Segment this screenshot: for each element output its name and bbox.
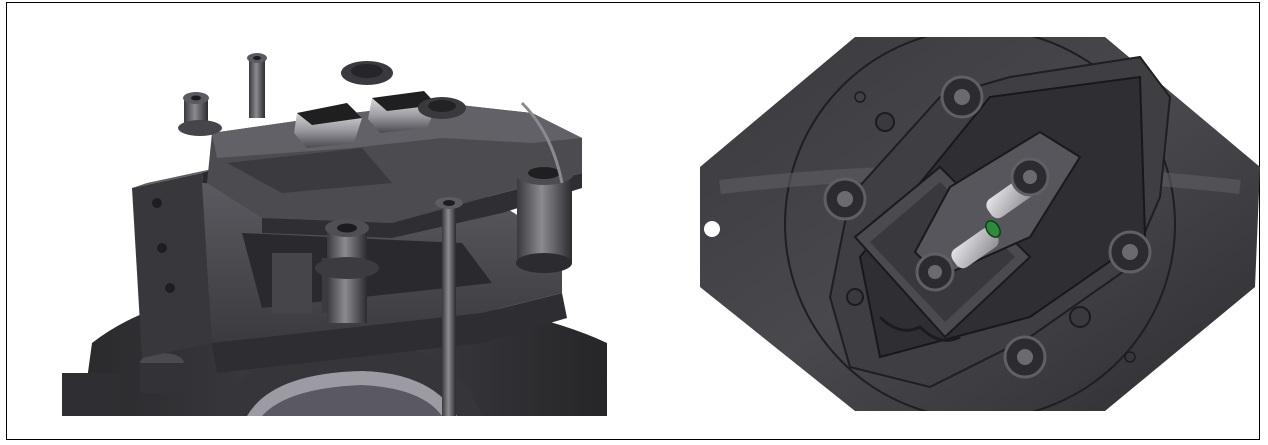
screw-top-center [341, 61, 393, 85]
screw-center-upper [1010, 157, 1050, 197]
green-marker [985, 220, 1001, 238]
post-front-center [315, 219, 379, 323]
screw-small-2 [1069, 306, 1091, 328]
base-block [62, 373, 122, 416]
screw-left-short [178, 92, 222, 136]
post-right [514, 161, 574, 273]
screw-left-tall [247, 53, 267, 118]
screw-center [915, 252, 955, 292]
pad-lower [951, 227, 999, 269]
rod-front [435, 197, 463, 416]
screw-small-3 [846, 288, 864, 306]
screw-top-right [418, 97, 466, 119]
screw-small-1 [875, 112, 895, 132]
screw-left [823, 177, 867, 221]
left-block [132, 173, 212, 358]
base-disk-outline [784, 37, 1176, 411]
top-view-render [700, 37, 1260, 411]
mounting-hole [704, 221, 720, 237]
perspective-render [62, 53, 607, 416]
screw-top [940, 75, 984, 119]
screw-right [1108, 230, 1152, 274]
screw-bottom [1003, 335, 1047, 379]
figure-frame [6, 2, 1260, 440]
